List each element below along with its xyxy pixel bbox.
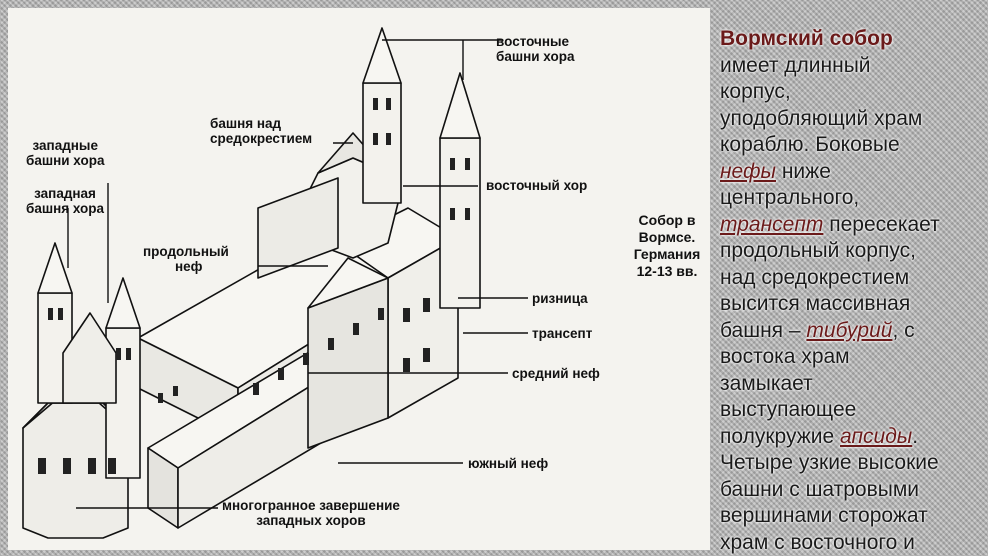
text-line: полукружие апсиды.	[720, 424, 982, 451]
east-tower-left-spire	[363, 28, 401, 83]
text-line: продольный корпус,	[720, 238, 982, 265]
term-nefy-link[interactable]: нефы	[720, 160, 776, 183]
text-line: башня – тибурий, с	[720, 318, 982, 345]
term-tiburiy-link[interactable]: тибурий	[806, 319, 892, 342]
term-transept-link[interactable]: трансепт	[720, 213, 823, 236]
text-line: нефы ниже	[720, 159, 982, 186]
west-tower-left-spire	[38, 243, 72, 293]
text-line: востока храм	[720, 344, 982, 371]
text-fragment: , с	[892, 319, 914, 342]
text-line: высится массивная	[720, 291, 982, 318]
east-tower-left	[363, 83, 401, 203]
label-east-towers-line1: восточные	[496, 34, 574, 49]
diagram-caption: Собор в Вормсе. Германия 12-13 вв.	[618, 212, 716, 280]
text-fragment: пересекает	[823, 213, 939, 236]
text-line: корпус,	[720, 79, 982, 106]
text-line: над средокрестием	[720, 265, 982, 292]
caption-line2: Вормсе.	[618, 229, 716, 246]
label-west-choir-end: многогранное завершение западных хоров	[222, 498, 400, 528]
label-nave-line2: неф	[143, 259, 229, 274]
term-apsida-link[interactable]: апсиды	[840, 425, 912, 448]
caption-line4: 12-13 вв.	[618, 263, 716, 280]
label-east-choir: восточный хор	[486, 178, 587, 193]
label-west-tower-choir: западная башня хора	[26, 186, 104, 216]
label-west-towers-line1: западные	[26, 138, 104, 153]
east-tower-right	[440, 138, 480, 308]
label-west-choir-end-line2: западных хоров	[222, 513, 400, 528]
label-west-choir-end-line1: многогранное завершение	[222, 498, 400, 513]
text-line: центрального,	[720, 185, 982, 212]
label-west-tower-line1: западная	[26, 186, 104, 201]
east-tower-right-spire	[440, 73, 480, 138]
text-line: выступающее	[720, 397, 982, 424]
label-west-towers-choir: западные башни хора	[26, 138, 104, 168]
text-line: Четыре узкие высокие	[720, 450, 982, 477]
text-line: кораблю. Боковые	[720, 132, 982, 159]
text-line: имеет длинный	[720, 53, 982, 80]
caption-line3: Германия	[618, 246, 716, 263]
label-transept: трансепт	[532, 326, 592, 341]
label-east-towers-line2: башни хора	[496, 49, 574, 64]
label-crossing-tower: башня над средокрестием	[210, 116, 312, 146]
text-line: башни с шатровыми	[720, 477, 982, 504]
label-west-tower-line2: башня хора	[26, 201, 104, 216]
text-title: Вормский собор	[720, 26, 982, 53]
label-nave: продольный неф	[143, 244, 229, 274]
description-text: Вормский собор имеет длинный корпус, упо…	[720, 26, 982, 556]
text-line: замыкает	[720, 371, 982, 398]
label-east-towers: восточные башни хора	[496, 34, 574, 64]
text-line: храм с восточного и	[720, 530, 982, 556]
label-nave-line1: продольный	[143, 244, 229, 259]
label-sacristy: ризница	[532, 291, 588, 306]
caption-line1: Собор в	[618, 212, 716, 229]
text-line: трансепт пересекает	[720, 212, 982, 239]
west-tower-right-spire	[106, 278, 140, 328]
text-fragment: башня –	[720, 319, 806, 342]
text-fragment: полукружие	[720, 425, 840, 448]
text-fragment: ниже	[776, 160, 831, 183]
cathedral-drawing	[8, 8, 710, 550]
text-line: уподобляющий храм	[720, 106, 982, 133]
text-fragment: .	[912, 425, 918, 448]
cathedral-diagram: восточные башни хора башня над средокрес…	[8, 8, 710, 550]
label-middle-nave: средний неф	[512, 366, 600, 381]
label-south-nave: южный неф	[468, 456, 548, 471]
text-line: вершинами сторожат	[720, 503, 982, 530]
label-crossing-tower-line2: средокрестием	[210, 131, 312, 146]
label-west-towers-line2: башни хора	[26, 153, 104, 168]
label-crossing-tower-line1: башня над	[210, 116, 312, 131]
